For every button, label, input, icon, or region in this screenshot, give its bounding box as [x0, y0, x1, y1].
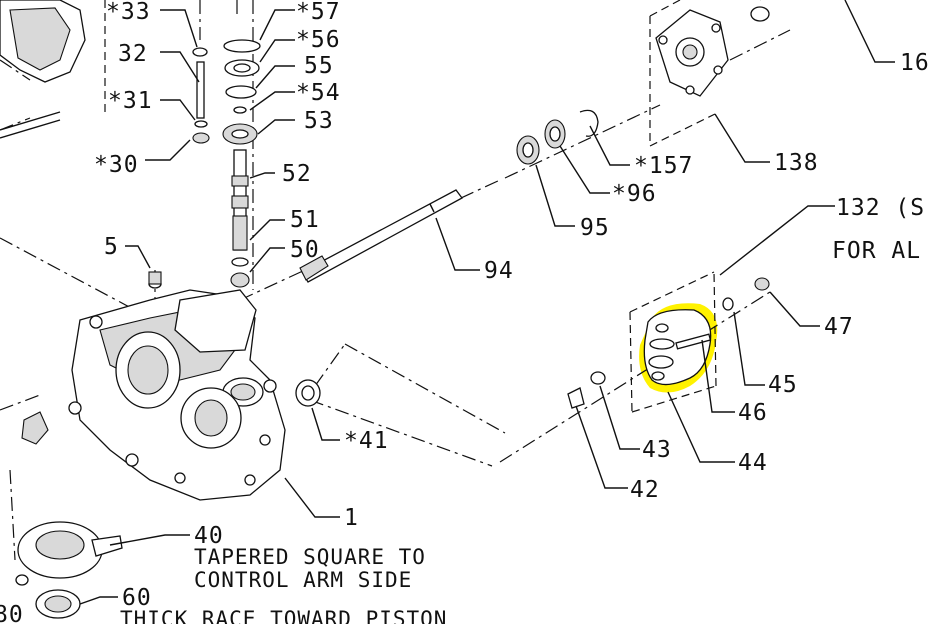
- callout-30: *30: [94, 152, 139, 178]
- assembly-notes: TAPERED SQUARE TO CONTROL ARM SIDE THICK…: [120, 545, 447, 624]
- callout-45: 45: [768, 372, 798, 398]
- note-thick-race: THICK RACE TOWARD PISTON: [120, 607, 447, 624]
- callout-46: 46: [738, 400, 768, 426]
- callout-57: *57: [296, 0, 341, 25]
- callout-40: 40: [194, 523, 224, 549]
- callout-41: *41: [344, 428, 389, 454]
- housing-cover-fragment: [0, 0, 86, 139]
- seal-41: [295, 379, 321, 407]
- callout-56: *56: [296, 27, 341, 53]
- callout-95: 95: [580, 215, 610, 241]
- note-tapered-line2: CONTROL ARM SIDE: [194, 568, 412, 592]
- callout-32: 32: [118, 41, 148, 67]
- callout-51: 51: [290, 207, 320, 233]
- callout-60: 60: [122, 585, 152, 611]
- callout-132: 132 (S: [836, 195, 925, 221]
- swashplate-group: [15, 411, 123, 619]
- callout-31: *31: [108, 88, 153, 114]
- hub-138: [655, 6, 770, 97]
- callout-43: 43: [642, 437, 672, 463]
- callout-52: 52: [282, 161, 312, 187]
- callout-138: 138: [774, 150, 819, 176]
- callout-33: *33: [106, 0, 151, 25]
- callout-94: 94: [484, 258, 514, 284]
- shaft-94: [299, 189, 463, 283]
- callout-80: 80: [0, 602, 24, 624]
- assembly-axes: [0, 0, 791, 561]
- callout-16: 16: [900, 50, 930, 76]
- pin-32-assembly: [148, 47, 210, 289]
- callout-132-note: FOR AL: [832, 238, 921, 264]
- callout-157: *157: [634, 153, 693, 179]
- callout-54: *54: [296, 80, 341, 106]
- callout-42: 42: [630, 477, 660, 503]
- callout-50: 50: [290, 237, 320, 263]
- note-tapered-line1: TAPERED SQUARE TO: [194, 545, 426, 569]
- callout-53: 53: [304, 108, 334, 134]
- callout-47: 47: [824, 314, 854, 340]
- callout-44: 44: [738, 450, 768, 476]
- bracket-assembly: [567, 277, 770, 409]
- bearing-seal-group: [516, 109, 599, 165]
- transaxle-case: [68, 289, 286, 501]
- callout-96: *96: [612, 181, 657, 207]
- callout-55: 55: [304, 53, 334, 79]
- pump-shaft-stack: [222, 39, 261, 288]
- leader-lines: [79, 0, 895, 605]
- callout-1: 1: [344, 505, 359, 531]
- callout-5: 5: [104, 234, 119, 260]
